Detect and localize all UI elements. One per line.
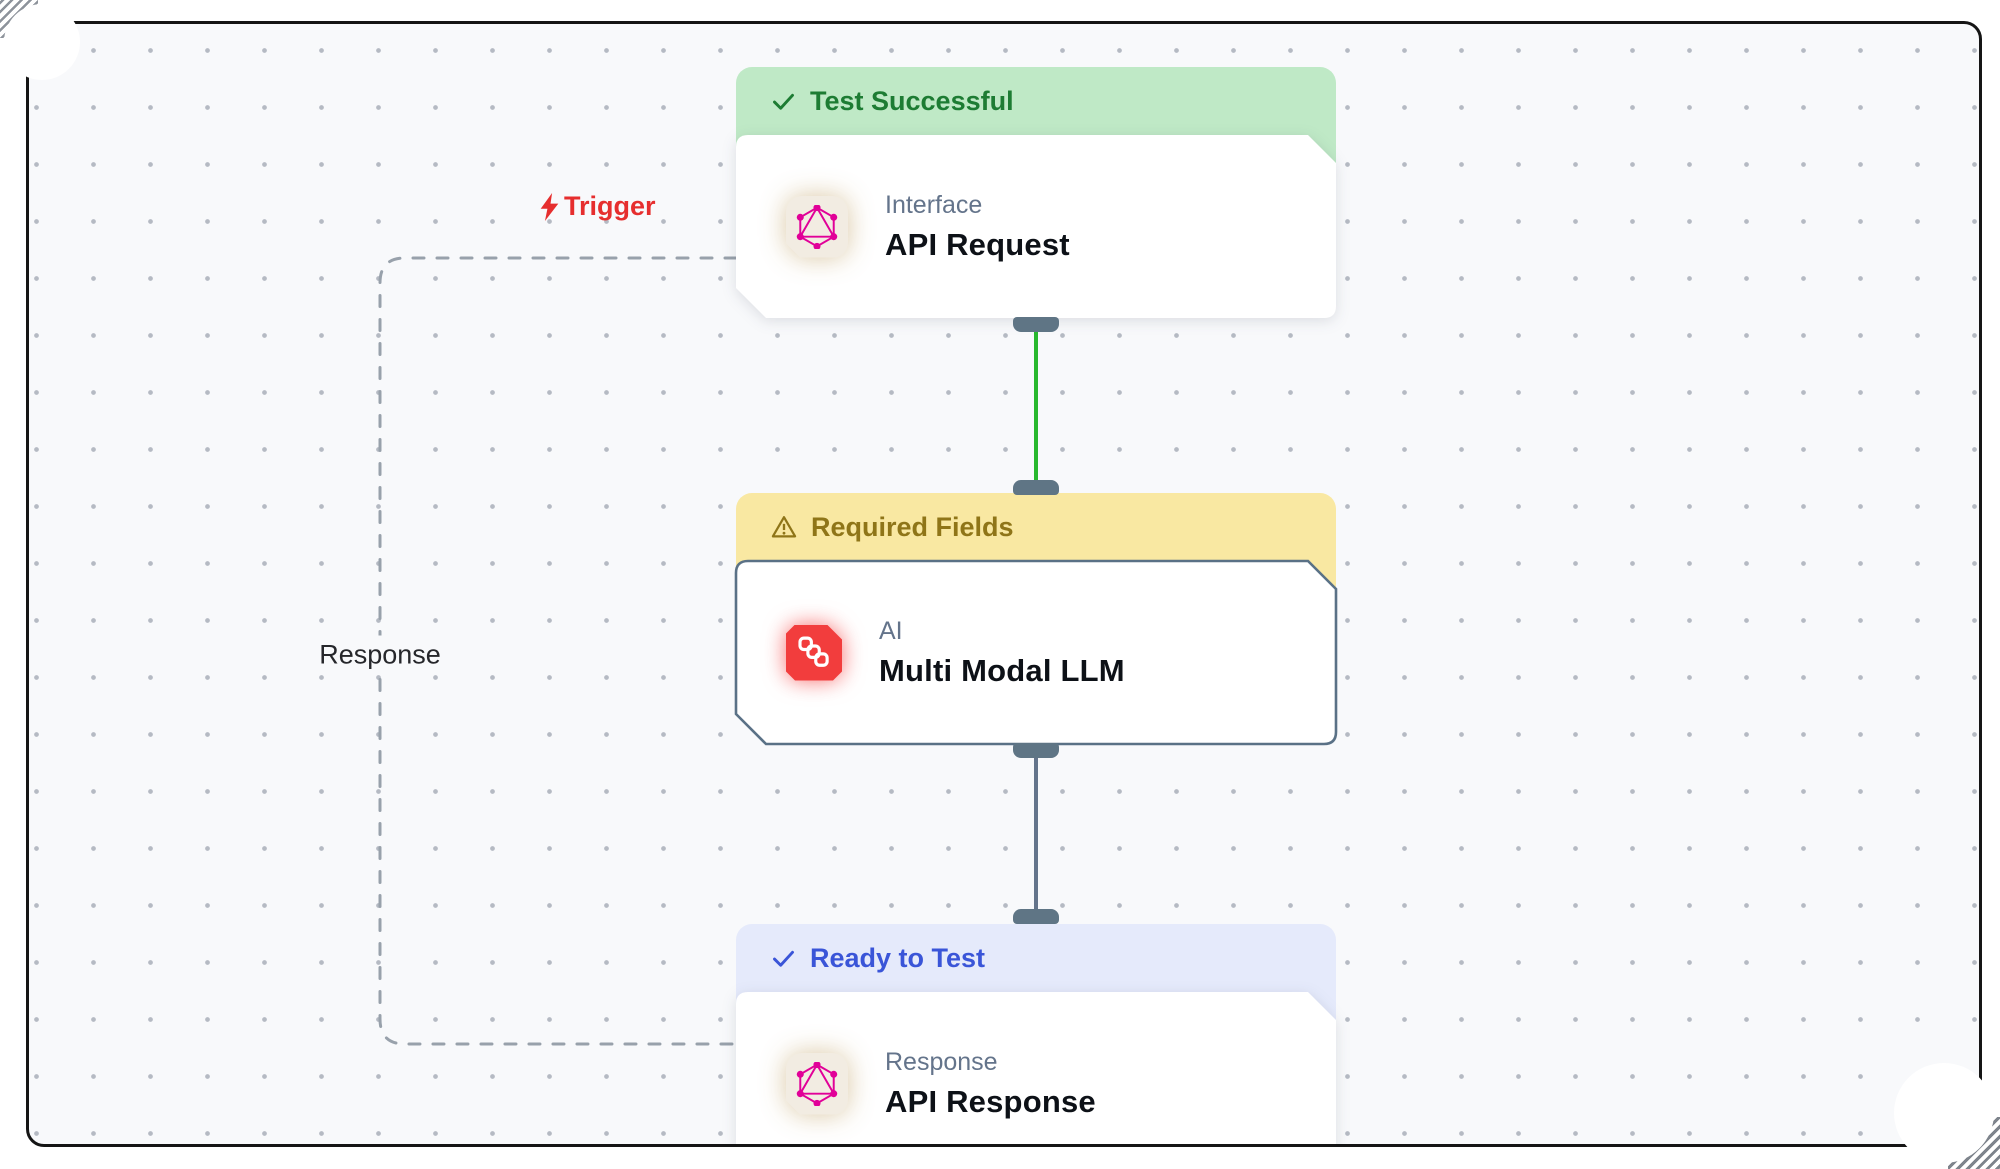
handle-api-request-output[interactable] <box>1013 317 1059 332</box>
node-icon-tile <box>786 625 842 681</box>
edge-llm-to-response[interactable] <box>1034 750 1038 914</box>
node-status-text: Test Successful <box>810 85 1014 116</box>
handle-llm-output[interactable] <box>1013 743 1059 758</box>
node-icon-tile <box>786 196 848 258</box>
node-status-text: Required Fields <box>811 511 1014 542</box>
node-category-label: Interface <box>885 190 983 219</box>
node-body[interactable] <box>736 135 1336 318</box>
chain-links-icon <box>786 625 842 681</box>
node-title: Multi Modal LLM <box>879 652 1125 688</box>
node-category-label: AI <box>879 616 903 645</box>
lightning-bolt-icon <box>539 192 560 221</box>
node-title: API Request <box>885 226 1070 262</box>
edge-label-response[interactable]: Response <box>307 635 453 675</box>
check-icon <box>770 945 797 972</box>
node-title: API Response <box>885 1083 1096 1119</box>
graphql-logo-icon <box>786 1053 848 1115</box>
warning-icon <box>770 513 798 541</box>
edge-label-trigger-text: Trigger <box>564 191 656 221</box>
handle-llm-input[interactable] <box>1013 480 1059 495</box>
node-icon-tile <box>786 1053 848 1115</box>
edge-label-trigger[interactable]: Trigger <box>539 191 656 222</box>
handle-api-response-input[interactable] <box>1013 909 1059 924</box>
workflow-canvas[interactable]: Trigger Response Test Successful <box>26 21 1982 1147</box>
graphql-logo-icon <box>786 196 848 258</box>
node-body[interactable] <box>734 559 1338 746</box>
node-body[interactable] <box>736 992 1336 1147</box>
edge-request-to-llm[interactable] <box>1034 324 1038 486</box>
check-icon <box>770 88 797 115</box>
node-category-label: Response <box>885 1047 998 1076</box>
node-status-text: Ready to Test <box>810 942 986 973</box>
